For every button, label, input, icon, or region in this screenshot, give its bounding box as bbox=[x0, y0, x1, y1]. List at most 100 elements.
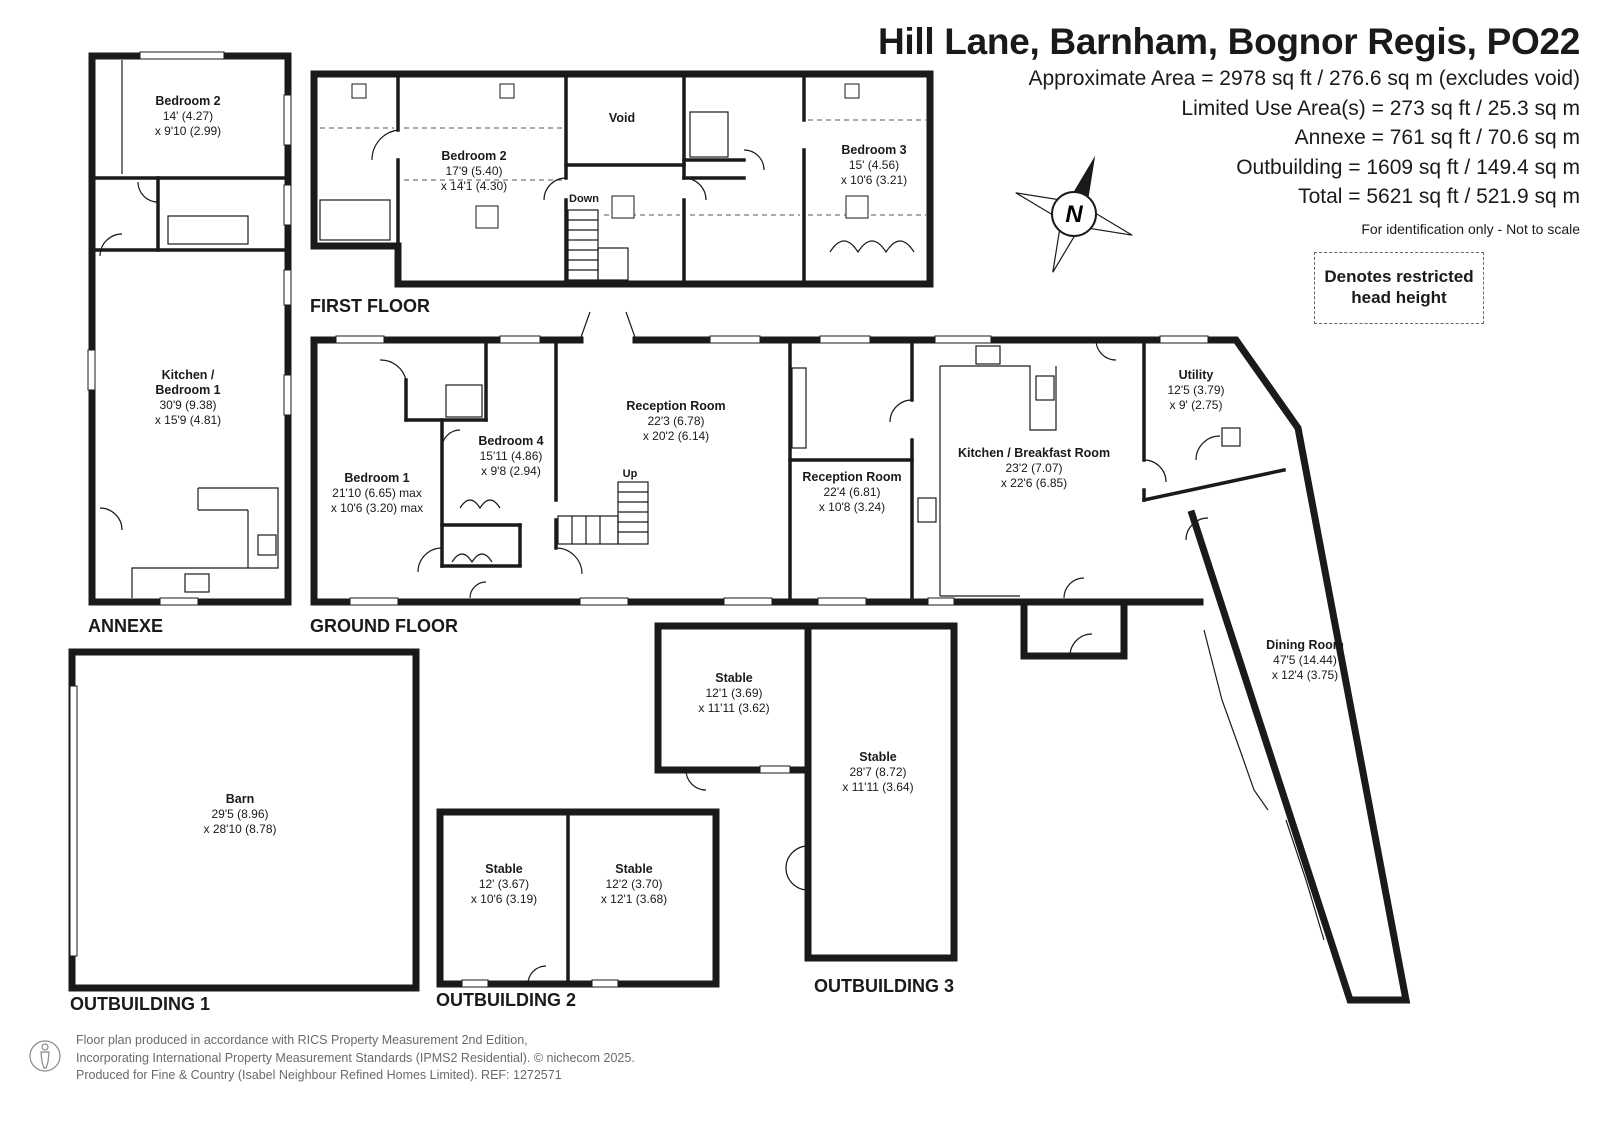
void-label: Void bbox=[609, 111, 635, 125]
room-dimension: 21'10 (6.65) max bbox=[332, 486, 422, 500]
room-name: Stable bbox=[485, 862, 523, 876]
room-dimension: 47'5 (14.44) bbox=[1273, 653, 1337, 667]
sink-icon bbox=[975, 345, 1001, 365]
annexe-label: ANNEXE bbox=[88, 616, 163, 636]
ground-floor-label: GROUND FLOOR bbox=[310, 616, 458, 636]
outbuilding-1-label: OUTBUILDING 1 bbox=[70, 994, 210, 1014]
first-floor-label: FIRST FLOOR bbox=[310, 296, 430, 316]
room-dimension: x 9' (2.75) bbox=[1170, 398, 1223, 412]
room-dimension: 14' (4.27) bbox=[163, 109, 213, 123]
compass-icon: N bbox=[1015, 155, 1133, 273]
footer-line: Floor plan produced in accordance with R… bbox=[76, 1033, 528, 1047]
room-name: Bedroom 2 bbox=[441, 149, 506, 163]
stairs-down-label: Down bbox=[569, 193, 599, 205]
room-dimension: x 9'10 (2.99) bbox=[155, 124, 221, 138]
room-dimension: 17'9 (5.40) bbox=[446, 164, 503, 178]
room-name: Kitchen / Breakfast Room bbox=[958, 446, 1110, 460]
room-dimension: x 9'8 (2.94) bbox=[481, 464, 541, 478]
sink-icon bbox=[184, 573, 210, 593]
room-dimension: 12'2 (3.70) bbox=[606, 877, 663, 891]
room-name: Utility bbox=[1179, 368, 1214, 382]
room-dimension: x 12'4 (3.75) bbox=[1272, 668, 1338, 682]
room-stable-d: Stable 28'7 (8.72) x 11'11 (3.64) bbox=[842, 750, 913, 794]
bath-icon bbox=[167, 215, 249, 245]
hob-icon bbox=[917, 497, 937, 523]
room-name: Dining Room bbox=[1266, 638, 1344, 652]
restricted-height-legend: Denotes restricted head height bbox=[1314, 252, 1484, 324]
outbuilding-3-plan bbox=[654, 622, 958, 962]
room-ground-kitchen: Kitchen / Breakfast Room 23'2 (7.07) x 2… bbox=[958, 446, 1110, 490]
room-annexe-kitchen: Kitchen / Bedroom 1 30'9 (9.38) x 15'9 (… bbox=[155, 368, 221, 427]
room-ground-dining: Dining Room 47'5 (14.44) x 12'4 (3.75) bbox=[1266, 638, 1344, 682]
room-dimension: x 20'2 (6.14) bbox=[643, 429, 709, 443]
shower-icon bbox=[319, 199, 391, 241]
room-dimension: x 28'10 (8.78) bbox=[203, 822, 276, 836]
room-first-bedroom-2: Bedroom 2 17'9 (5.40) x 14'1 (4.30) bbox=[441, 149, 507, 193]
disclaimer-note: For identification only - Not to scale bbox=[1361, 220, 1580, 237]
room-dimension: x 14'1 (4.30) bbox=[441, 179, 507, 193]
room-name: Stable bbox=[859, 750, 897, 764]
room-ground-reception-2: Reception Room 22'4 (6.81) x 10'8 (3.24) bbox=[802, 470, 901, 514]
room-dimension: 15'11 (4.86) bbox=[480, 449, 543, 463]
room-dimension: x 15'9 (4.81) bbox=[155, 413, 221, 427]
first-floor-plan bbox=[310, 70, 934, 288]
room-name: Bedroom 3 bbox=[841, 143, 906, 157]
stairs-up-label: Up bbox=[623, 468, 638, 480]
room-stable-c: Stable 12'1 (3.69) x 11'11 (3.62) bbox=[698, 671, 769, 715]
room-dimension: x 11'11 (3.62) bbox=[698, 701, 769, 715]
shower-icon bbox=[445, 384, 483, 418]
room-dimension: 22'3 (6.78) bbox=[648, 414, 705, 428]
room-ground-reception-1: Reception Room 22'3 (6.78) x 20'2 (6.14) bbox=[626, 399, 725, 443]
footer: Floor plan produced in accordance with R… bbox=[76, 1032, 635, 1085]
room-name: Reception Room bbox=[802, 470, 901, 484]
header: Hill Lane, Barnham, Bognor Regis, PO22 A… bbox=[878, 20, 1580, 240]
room-ground-utility: Utility 12'5 (3.79) x 9' (2.75) bbox=[1168, 368, 1225, 412]
area-limited-use: Limited Use Area(s) = 273 sq ft / 25.3 s… bbox=[1181, 96, 1580, 120]
area-approximate: Approximate Area = 2978 sq ft / 276.6 sq… bbox=[1028, 67, 1580, 90]
room-dimension: 12' (3.67) bbox=[479, 877, 529, 891]
outbuilding-1-plan bbox=[68, 648, 420, 992]
hob-icon bbox=[257, 534, 277, 556]
room-dimension: x 10'6 (3.20) max bbox=[331, 501, 423, 515]
room-name: Stable bbox=[715, 671, 753, 685]
room-name: Kitchen / bbox=[162, 368, 215, 382]
room-name: Barn bbox=[226, 792, 254, 806]
room-dimension: x 10'6 (3.19) bbox=[471, 892, 537, 906]
area-annexe: Annexe = 761 sq ft / 70.6 sq m bbox=[1294, 126, 1580, 149]
room-dimension: x 10'6 (3.21) bbox=[841, 173, 907, 187]
sink-icon bbox=[1221, 427, 1241, 447]
room-dimension: 29'5 (8.96) bbox=[212, 807, 269, 821]
room-name: Reception Room bbox=[626, 399, 725, 413]
room-dimension: 12'5 (3.79) bbox=[1168, 383, 1225, 397]
room-first-bedroom-3: Bedroom 3 15' (4.56) x 10'6 (3.21) bbox=[841, 143, 907, 187]
staircase-icon bbox=[567, 209, 629, 281]
room-name: Bedroom 4 bbox=[478, 434, 543, 448]
room-dimension: x 10'8 (3.24) bbox=[819, 500, 885, 514]
room-name: Bedroom 1 bbox=[344, 471, 409, 485]
hob-icon bbox=[1035, 375, 1055, 401]
shower-icon bbox=[689, 111, 729, 158]
room-ground-bedroom-1: Bedroom 1 21'10 (6.65) max x 10'6 (3.20)… bbox=[331, 471, 423, 515]
outbuilding-3-label: OUTBUILDING 3 bbox=[814, 976, 954, 996]
room-stable-a: Stable 12' (3.67) x 10'6 (3.19) bbox=[471, 862, 537, 906]
measurement-person-icon bbox=[29, 1040, 61, 1072]
room-annexe-bedroom-2: Bedroom 2 14' (4.27) x 9'10 (2.99) bbox=[155, 94, 221, 138]
annexe-plan bbox=[87, 51, 292, 606]
room-dimension: 15' (4.56) bbox=[849, 158, 899, 172]
room-name: Bedroom 1 bbox=[155, 383, 220, 397]
room-name: Stable bbox=[615, 862, 653, 876]
footer-line: Incorporating International Property Mea… bbox=[76, 1050, 635, 1065]
room-dimension: 30'9 (9.38) bbox=[160, 398, 217, 412]
room-dimension: x 22'6 (6.85) bbox=[1001, 476, 1067, 490]
staircase-icon bbox=[557, 481, 649, 545]
compass-label: N bbox=[1065, 201, 1083, 228]
room-dimension: 23'2 (7.07) bbox=[1006, 461, 1063, 475]
legend-line: head height bbox=[1351, 288, 1447, 307]
page-title: Hill Lane, Barnham, Bognor Regis, PO22 bbox=[877, 21, 1580, 62]
footer-line: Produced for Fine & Country (Isabel Neig… bbox=[76, 1068, 562, 1082]
room-dimension: 12'1 (3.69) bbox=[706, 686, 763, 700]
legend-line: Denotes restricted bbox=[1324, 267, 1474, 286]
outbuilding-2-label: OUTBUILDING 2 bbox=[436, 990, 576, 1010]
area-total: Total = 5621 sq ft / 521.9 sq m bbox=[1298, 185, 1580, 208]
